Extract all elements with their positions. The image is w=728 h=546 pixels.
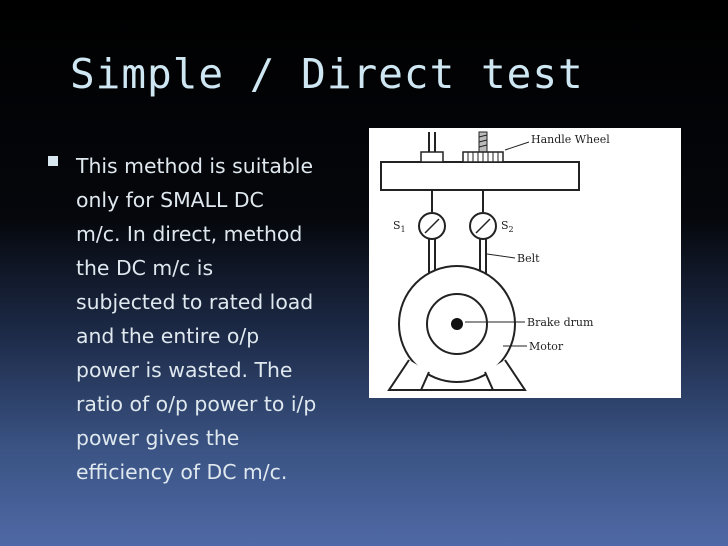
handle-wheel-screw [462,131,504,163]
bullet-line: This method is suitable [76,154,314,178]
bullet-line: power gives the [76,426,240,450]
bullet-line: power is wasted. The [76,358,293,382]
bullet-line: only for SMALL DC [76,188,264,212]
belt-label: Belt [517,252,540,265]
handle-wheel-label: Handle Wheel [531,133,610,146]
brake-drum [426,293,488,355]
s2-label: S2 [501,219,514,234]
motor-label: Motor [529,340,564,353]
bullet-line: and the entire o/p [76,324,260,348]
bullet-line: ratio of o/p power to i/p [76,392,317,416]
brake-test-diagram: Handle Wheel S1 S2 Belt [369,128,681,398]
slide-title: Simple / Direct test [70,50,584,98]
bullet-line: m/c. In direct, method [76,222,303,246]
bullet-line: subjected to rated load [76,290,314,314]
bullet-line: efficiency of DC m/c. [76,460,288,484]
top-frame [380,161,580,191]
bullet-text: This method is suitable only for SMALL D… [76,149,361,489]
bullet-square-icon [48,156,58,166]
bullet-line: the DC m/c is [76,256,214,280]
s1-label: S1 [393,219,406,234]
brake-drum-label: Brake drum [527,316,594,329]
